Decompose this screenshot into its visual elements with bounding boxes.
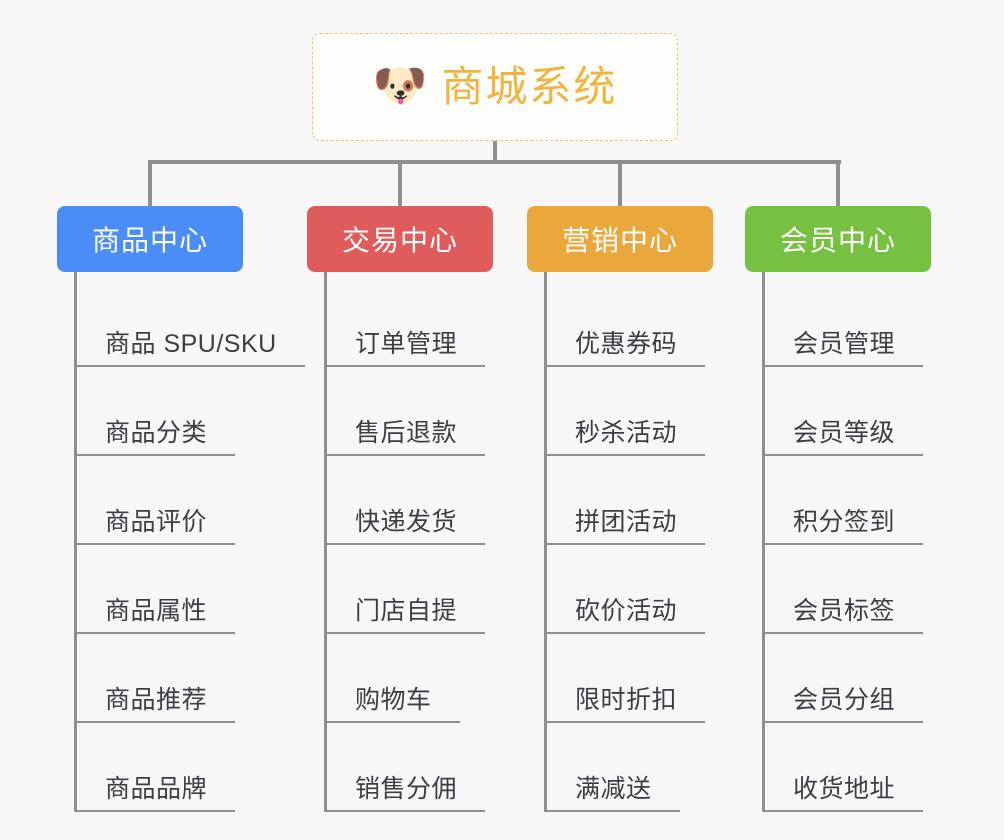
leaf-underline: 收货地址 <box>765 774 924 812</box>
leaf-item[interactable]: 商品 SPU/SKU <box>77 278 305 367</box>
leaf-item[interactable]: 砍价活动 <box>547 545 713 634</box>
connector-root-stem <box>493 141 497 163</box>
leaf-item[interactable]: 满减送 <box>547 723 713 812</box>
leaf-label: 会员分组 <box>793 685 896 714</box>
leaf-item[interactable]: 收货地址 <box>765 723 931 812</box>
leaf-label: 满减送 <box>575 774 652 803</box>
leaf-label: 商品 SPU/SKU <box>105 329 277 358</box>
leaf-label: 会员标签 <box>793 596 896 625</box>
branch-trade-center: 交易中心订单管理售后退款快递发货门店自提购物车销售分佣 <box>307 206 493 812</box>
branch-title: 交易中心 <box>341 225 458 256</box>
leaf-underline: 商品评价 <box>77 507 236 545</box>
leaf-item[interactable]: 商品品牌 <box>77 723 243 812</box>
branch-member-center: 会员中心会员管理会员等级积分签到会员标签会员分组收货地址 <box>745 206 931 812</box>
branch-title: 商品中心 <box>91 225 208 256</box>
leaf-item[interactable]: 会员分组 <box>765 634 931 723</box>
leaf-item[interactable]: 订单管理 <box>327 278 493 367</box>
leaf-label: 商品评价 <box>105 507 208 536</box>
leaf-label: 秒杀活动 <box>575 418 678 447</box>
leaf-item[interactable]: 商品属性 <box>77 545 243 634</box>
leaf-item[interactable]: 快递发货 <box>327 456 493 545</box>
leaf-label: 快递发货 <box>355 507 458 536</box>
connector-drop-trade-center <box>398 160 402 210</box>
dog-face-icon: 🐶 <box>372 61 428 110</box>
leaf-label: 会员等级 <box>793 418 896 447</box>
leaf-label: 售后退款 <box>355 418 458 447</box>
leaf-item[interactable]: 商品推荐 <box>77 634 243 723</box>
leaf-underline: 会员等级 <box>765 418 924 456</box>
leaf-underline: 快递发货 <box>327 507 486 545</box>
leaf-label: 砍价活动 <box>575 596 678 625</box>
branch-header-trade-center[interactable]: 交易中心 <box>307 206 493 272</box>
leaf-underline: 商品分类 <box>77 418 236 456</box>
leaf-item[interactable]: 门店自提 <box>327 545 493 634</box>
leaf-underline: 优惠券码 <box>547 329 706 367</box>
leaf-underline: 商品属性 <box>77 596 236 634</box>
branch-title: 会员中心 <box>779 225 896 256</box>
leaf-item[interactable]: 会员等级 <box>765 367 931 456</box>
leaf-item[interactable]: 销售分佣 <box>327 723 493 812</box>
connector-drop-product-center <box>148 160 152 210</box>
leaf-underline: 砍价活动 <box>547 596 706 634</box>
root-node[interactable]: 🐶 商城系统 <box>312 33 678 141</box>
leaf-label: 商品推荐 <box>105 685 208 714</box>
leaf-underline: 售后退款 <box>327 418 486 456</box>
leaf-item[interactable]: 商品评价 <box>77 456 243 545</box>
leaf-item[interactable]: 拼团活动 <box>547 456 713 545</box>
leaf-label: 销售分佣 <box>355 774 458 803</box>
leaf-item[interactable]: 优惠券码 <box>547 278 713 367</box>
leaf-underline: 购物车 <box>327 685 460 723</box>
leaf-item[interactable]: 售后退款 <box>327 367 493 456</box>
leaf-underline: 积分签到 <box>765 507 924 545</box>
leaf-label: 限时折扣 <box>575 685 678 714</box>
leaf-underline: 秒杀活动 <box>547 418 706 456</box>
leaf-label: 商品属性 <box>105 596 208 625</box>
leaf-label: 拼团活动 <box>575 507 678 536</box>
leaf-label: 订单管理 <box>355 329 458 358</box>
branch-marketing-center: 营销中心优惠券码秒杀活动拼团活动砍价活动限时折扣满减送 <box>527 206 713 812</box>
branch-spine-member-center: 会员管理会员等级积分签到会员标签会员分组收货地址 <box>762 272 931 812</box>
connector-drop-marketing-center <box>618 160 622 210</box>
branch-spine-marketing-center: 优惠券码秒杀活动拼团活动砍价活动限时折扣满减送 <box>544 272 713 812</box>
leaf-underline: 满减送 <box>547 774 680 812</box>
leaf-underline: 会员标签 <box>765 596 924 634</box>
leaf-underline: 销售分佣 <box>327 774 486 812</box>
leaf-item[interactable]: 秒杀活动 <box>547 367 713 456</box>
branch-header-member-center[interactable]: 会员中心 <box>745 206 931 272</box>
leaf-item[interactable]: 商品分类 <box>77 367 243 456</box>
root-title: 商城系统 <box>441 63 618 110</box>
branch-spine-trade-center: 订单管理售后退款快递发货门店自提购物车销售分佣 <box>324 272 493 812</box>
leaf-label: 会员管理 <box>793 329 896 358</box>
connector-bus <box>150 160 841 164</box>
leaf-underline: 订单管理 <box>327 329 486 367</box>
leaf-label: 收货地址 <box>793 774 896 803</box>
leaf-underline: 限时折扣 <box>547 685 706 723</box>
leaf-item[interactable]: 购物车 <box>327 634 493 723</box>
leaf-label: 门店自提 <box>355 596 458 625</box>
leaf-item[interactable]: 会员标签 <box>765 545 931 634</box>
leaf-item[interactable]: 限时折扣 <box>547 634 713 723</box>
leaf-underline: 会员管理 <box>765 329 924 367</box>
leaf-label: 商品品牌 <box>105 774 208 803</box>
leaf-underline: 拼团活动 <box>547 507 706 545</box>
branch-header-product-center[interactable]: 商品中心 <box>57 206 243 272</box>
leaf-underline: 商品推荐 <box>77 685 236 723</box>
leaf-label: 商品分类 <box>105 418 208 447</box>
leaf-underline: 商品 SPU/SKU <box>77 329 305 367</box>
branch-title: 营销中心 <box>561 225 678 256</box>
leaf-underline: 商品品牌 <box>77 774 236 812</box>
connector-drop-member-center <box>836 160 840 210</box>
branch-spine-product-center: 商品 SPU/SKU 商品分类商品评价商品属性商品推荐商品品牌 <box>74 272 305 812</box>
leaf-label: 购物车 <box>355 685 432 714</box>
leaf-label: 优惠券码 <box>575 329 678 358</box>
leaf-item[interactable]: 积分签到 <box>765 456 931 545</box>
branch-header-marketing-center[interactable]: 营销中心 <box>527 206 713 272</box>
branch-product-center: 商品中心商品 SPU/SKU 商品分类商品评价商品属性商品推荐商品品牌 <box>57 206 305 812</box>
leaf-label: 积分签到 <box>793 507 896 536</box>
leaf-underline: 会员分组 <box>765 685 924 723</box>
leaf-item[interactable]: 会员管理 <box>765 278 931 367</box>
leaf-underline: 门店自提 <box>327 596 486 634</box>
